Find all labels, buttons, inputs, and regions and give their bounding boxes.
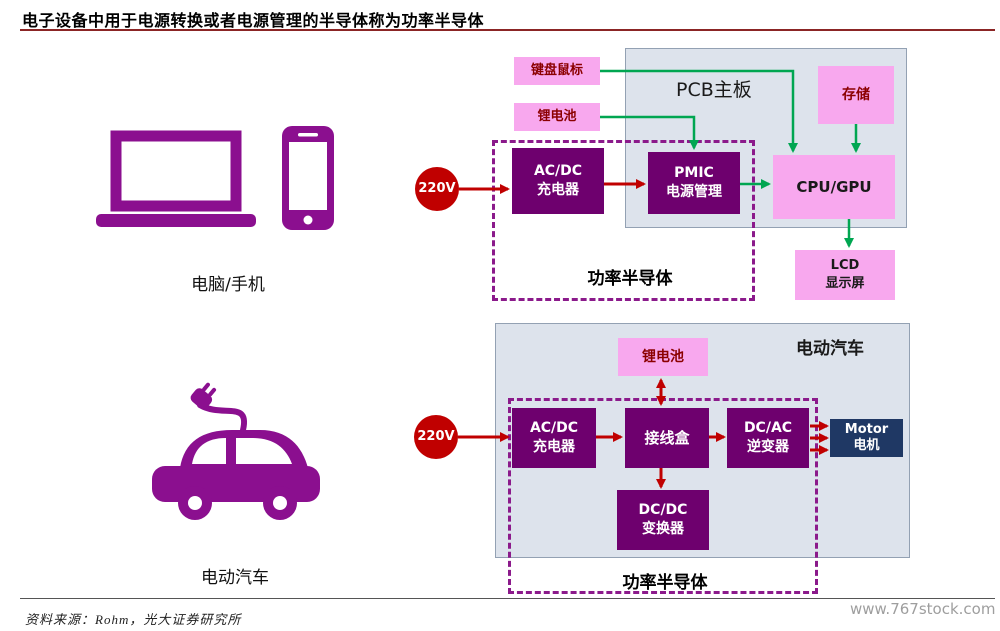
power-semi-label-pcb: 功率半导体 — [587, 269, 673, 289]
laptop-screen — [110, 130, 242, 212]
ev-panel-label: 电动汽车 — [796, 339, 864, 359]
storage-box: 存储 — [818, 66, 894, 124]
source-text: 资料来源：Rohm，光大证券研究所 — [25, 612, 242, 627]
car-wheel-rear — [178, 486, 212, 520]
car-body — [152, 430, 320, 502]
computer-phone-label: 电脑/手机 — [191, 275, 265, 295]
pcb-panel-label: PCB主板 — [676, 79, 752, 101]
phone-home-button — [303, 215, 313, 225]
watermark: www.767stock.com — [850, 600, 996, 618]
li-battery-box-pcb: 锂电池 — [514, 103, 600, 131]
charging-plug-icon — [190, 382, 248, 433]
phone-screen — [289, 142, 327, 210]
page-title: 电子设备中用于电源转换或者电源管理的半导体称为功率半导体 — [22, 11, 485, 30]
li-battery-box-ev: 锂电池 — [618, 338, 708, 376]
phone-icon — [282, 126, 334, 230]
motor-box: Motor 电机 — [830, 419, 903, 457]
footer-rule — [20, 598, 995, 599]
ev-car-icon — [152, 382, 320, 520]
dcac-inverter-box: DC/AC 逆变器 — [727, 408, 809, 468]
phone-speaker — [298, 133, 318, 137]
car-wheel-front — [263, 486, 297, 520]
power-semi-label-ev: 功率半导体 — [622, 573, 708, 593]
car-window-rear — [192, 438, 226, 464]
junction-box: 接线盒 — [625, 408, 709, 468]
laptop-phone-icon — [96, 126, 334, 230]
laptop-icon — [96, 130, 256, 227]
acdc-charger-box-pcb: AC/DC 充电器 — [512, 148, 604, 214]
voltage-badge-ev: 220V — [414, 415, 458, 459]
pmic-box: PMIC 电源管理 — [648, 152, 740, 214]
keyboard-mouse-box: 键盘鼠标 — [514, 57, 600, 85]
voltage-badge-pcb: 220V — [415, 167, 459, 211]
acdc-charger-box-ev: AC/DC 充电器 — [512, 408, 596, 468]
title-rule — [20, 29, 995, 31]
dcdc-converter-box: DC/DC 变换器 — [617, 490, 709, 550]
ev-label: 电动汽车 — [201, 568, 269, 588]
lcd-box: LCD 显示屏 — [795, 250, 895, 300]
car-window-front — [236, 438, 292, 464]
laptop-base — [96, 214, 256, 227]
cpu-gpu-box: CPU/GPU — [773, 155, 895, 219]
